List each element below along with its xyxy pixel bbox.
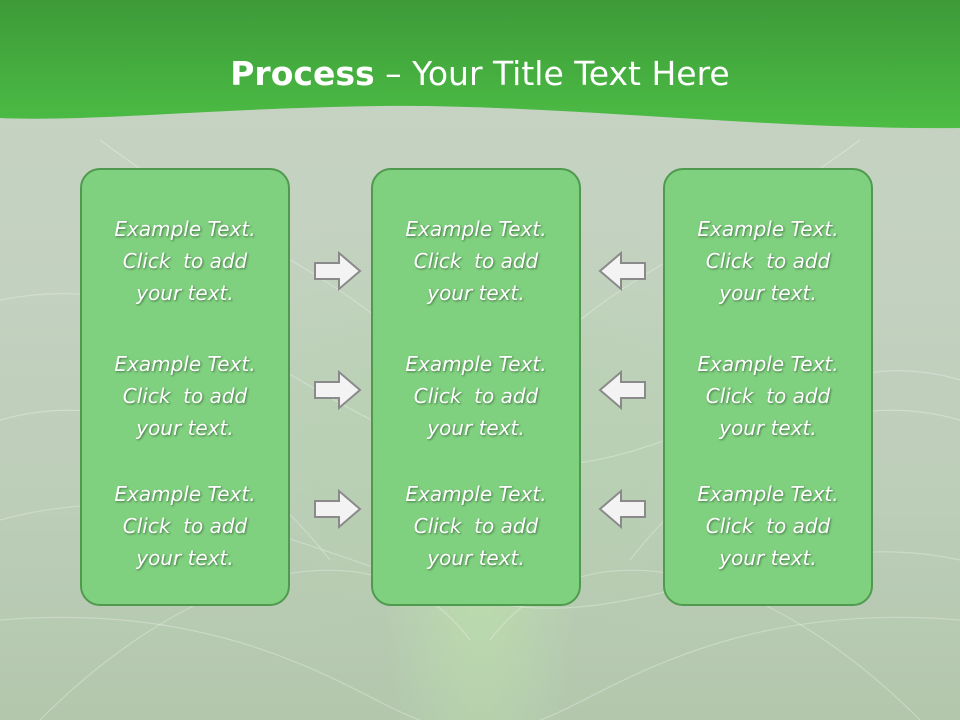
text-line: your text. (427, 546, 525, 570)
text-line: Example Text. (697, 482, 839, 506)
text-line: Click to add (413, 514, 539, 538)
arrow-left-icon (598, 369, 646, 411)
text-block[interactable]: Example Text. Click to add your text. (82, 478, 288, 574)
text-line: Click to add (705, 384, 831, 408)
text-block[interactable]: Example Text. Click to add your text. (665, 478, 871, 574)
text-block[interactable]: Example Text. Click to add your text. (373, 348, 579, 444)
text-line: your text. (719, 546, 817, 570)
text-line: Example Text. (114, 217, 256, 241)
text-line: Click to add (413, 384, 539, 408)
process-box-right[interactable]: Example Text. Click to add your text. Ex… (663, 168, 873, 606)
text-line: Example Text. (114, 482, 256, 506)
process-box-left[interactable]: Example Text. Click to add your text. Ex… (80, 168, 290, 606)
text-block[interactable]: Example Text. Click to add your text. (665, 348, 871, 444)
text-block[interactable]: Example Text. Click to add your text. (665, 213, 871, 309)
arrow-left-icon (598, 488, 646, 530)
text-line: Click to add (122, 249, 248, 273)
arrow-right-icon (314, 250, 362, 292)
text-block[interactable]: Example Text. Click to add your text. (373, 213, 579, 309)
text-line: Example Text. (405, 352, 547, 376)
text-line: your text. (719, 416, 817, 440)
page-title: Process – Your Title Text Here (0, 52, 960, 96)
text-line: Click to add (705, 514, 831, 538)
text-line: Example Text. (697, 217, 839, 241)
text-line: your text. (136, 416, 234, 440)
text-line: Click to add (122, 514, 248, 538)
text-line: Click to add (705, 249, 831, 273)
title-rest: – Your Title Text Here (374, 54, 730, 93)
text-line: your text. (136, 546, 234, 570)
text-line: Example Text. (405, 217, 547, 241)
text-line: your text. (427, 281, 525, 305)
arrow-left-icon (598, 250, 646, 292)
text-line: Example Text. (405, 482, 547, 506)
arrow-right-icon (314, 369, 362, 411)
text-line: Example Text. (114, 352, 256, 376)
title-banner (0, 0, 960, 129)
text-line: Example Text. (697, 352, 839, 376)
text-line: your text. (136, 281, 234, 305)
title-bold: Process (230, 54, 375, 93)
text-block[interactable]: Example Text. Click to add your text. (82, 348, 288, 444)
arrow-right-icon (314, 488, 362, 530)
text-line: Click to add (413, 249, 539, 273)
process-box-center[interactable]: Example Text. Click to add your text. Ex… (371, 168, 581, 606)
text-block[interactable]: Example Text. Click to add your text. (373, 478, 579, 574)
text-line: Click to add (122, 384, 248, 408)
text-line: your text. (719, 281, 817, 305)
text-line: your text. (427, 416, 525, 440)
text-block[interactable]: Example Text. Click to add your text. (82, 213, 288, 309)
